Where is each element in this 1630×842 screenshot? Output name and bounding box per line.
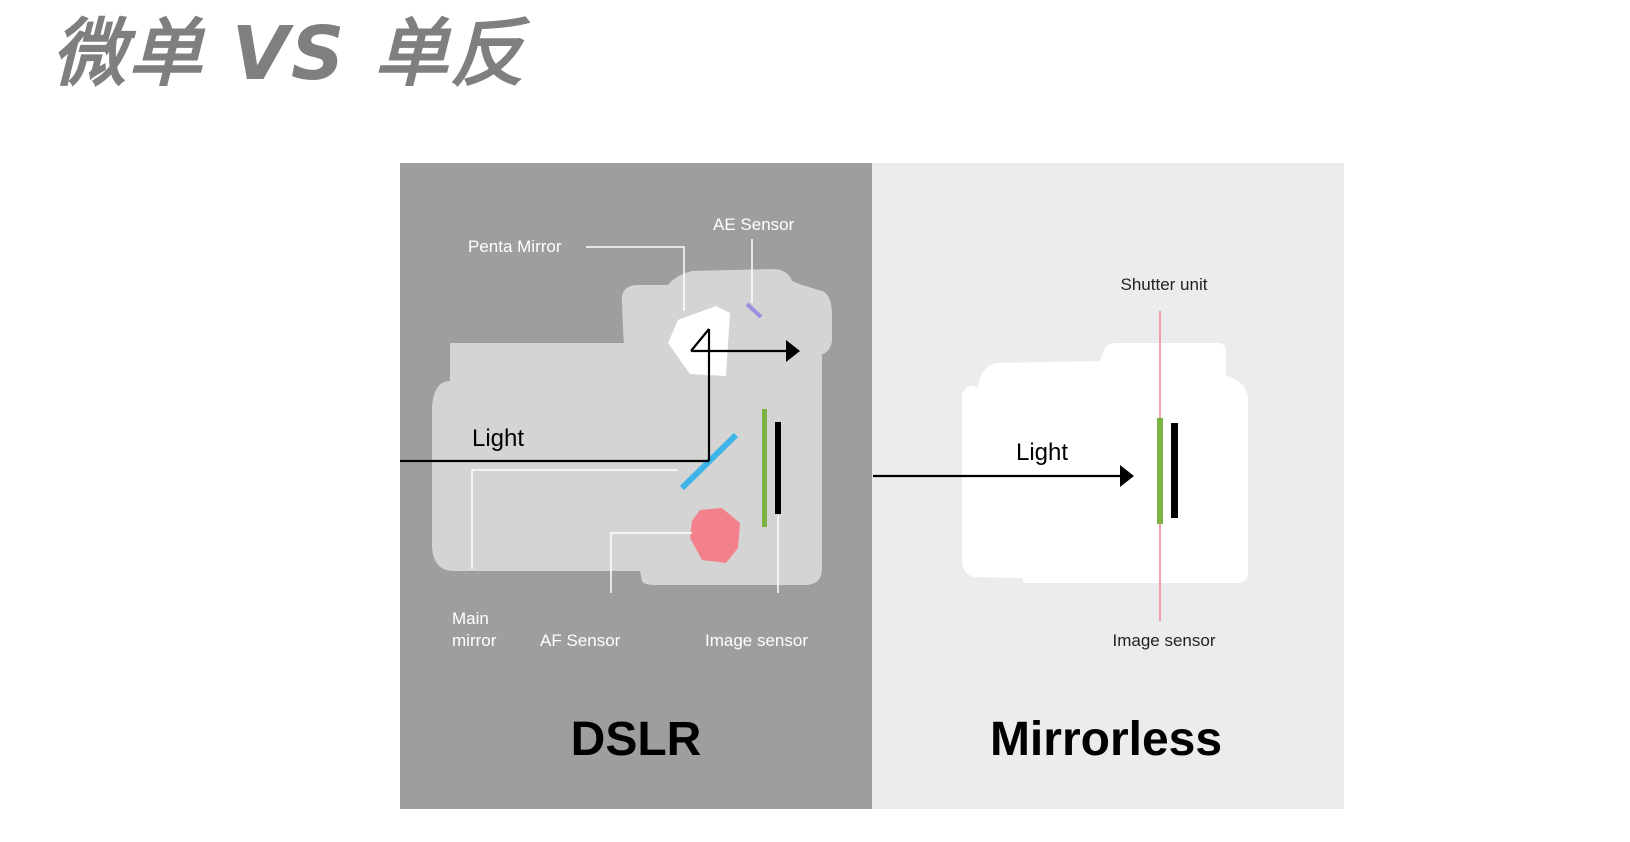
mirrorless-shutter-black: [1171, 423, 1178, 518]
af-sensor-mark: [690, 508, 740, 563]
main-mirror-label-line1: Main: [452, 609, 489, 628]
dslr-shutter-black: [775, 422, 781, 514]
penta-mirror-label: Penta Mirror: [468, 237, 562, 256]
dslr-image-sensor-label: Image sensor: [705, 631, 808, 650]
ae-sensor-mark: [745, 302, 763, 319]
dslr-leader-lines: [471, 239, 779, 593]
main-mirror-leader: [471, 469, 678, 569]
dslr-panel: Penta Mirror AE Sensor Main mirror AF Se…: [400, 163, 872, 809]
camera-comparison-diagram: Penta Mirror AE Sensor Main mirror AF Se…: [400, 163, 1344, 809]
mirrorless-light-label: Light: [1016, 439, 1068, 466]
shutter-unit-label: Shutter unit: [1121, 275, 1208, 294]
mirrorless-camera-body: [962, 343, 1249, 583]
slide-title: 微单 VS 单反: [52, 11, 527, 97]
af-sensor-leader: [610, 532, 692, 593]
mirrorless-image-sensor-label: Image sensor: [1113, 631, 1216, 650]
mirrorless-panel: Shutter unit Image sensor Light Mirrorle…: [872, 163, 1344, 809]
ae-sensor-label: AE Sensor: [713, 215, 795, 234]
af-sensor-label: AF Sensor: [540, 631, 621, 650]
dslr-light-label: Light: [472, 425, 524, 452]
dslr-title: DSLR: [571, 713, 702, 766]
dslr-sensor-green: [762, 409, 767, 527]
mirrorless-light-arrowhead: [1120, 465, 1134, 487]
mirrorless-title: Mirrorless: [990, 713, 1222, 766]
penta-mirror-leader: [586, 246, 685, 311]
dslr-light-ray-prism: [690, 328, 710, 352]
dslr-viewfinder-arrowhead: [786, 340, 800, 362]
main-mirror-label-line2: mirror: [452, 631, 497, 650]
mirrorless-sensor-green: [1157, 418, 1163, 524]
dslr-light-path: [400, 328, 786, 463]
